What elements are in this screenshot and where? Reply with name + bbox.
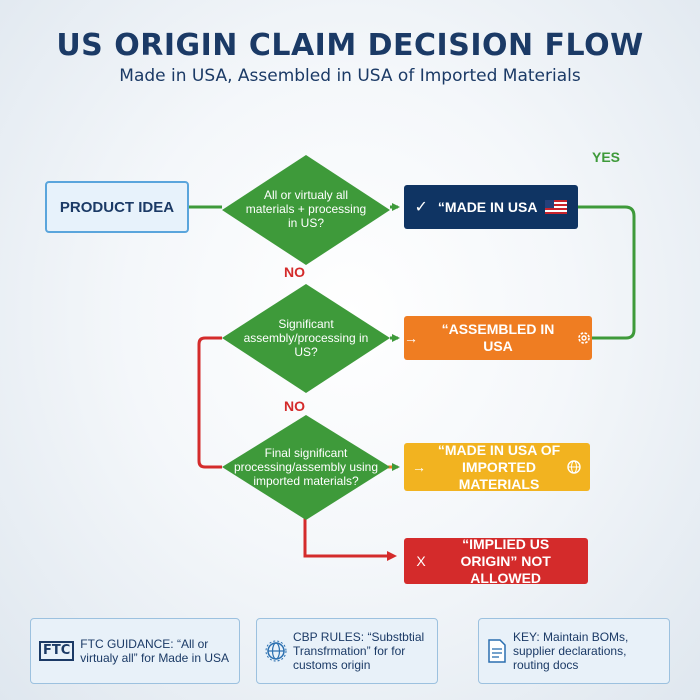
note-ftc-guidance: FTC FTC GUIDANCE: “All or virtualy all” …: [30, 618, 240, 684]
decision-diamond-1: [222, 155, 390, 265]
result-imported-label: “MADE IN USA OF IMPORTED MATERIALS: [437, 441, 561, 492]
label-no-1: NO: [284, 264, 305, 280]
result-assembled-in-usa: → “ASSEMBLED IN USA: [404, 316, 592, 360]
globe-icon: [265, 640, 287, 662]
x-icon: X: [416, 552, 426, 569]
gear-icon: [576, 330, 592, 346]
start-product-idea: PRODUCT IDEA: [45, 181, 189, 233]
result-not-allowed: X “IMPLIED US ORIGIN” NOT ALLOWED: [404, 535, 588, 586]
page-title: US ORIGIN CLAIM DECISION FLOW: [56, 28, 644, 63]
decision-diamond-2: [222, 284, 390, 393]
arrow-right-icon: →: [412, 458, 426, 475]
checkmark-icon: ✓: [414, 198, 428, 216]
result-imported-materials: → “MADE IN USA OF IMPORTED MATERIALS: [404, 441, 590, 492]
connector-yes-loop: [578, 205, 636, 340]
decision-2-text: Significant assembly/processing in US?: [243, 317, 369, 359]
result-assembled-label: “ASSEMBLED IN USA: [441, 321, 555, 354]
label-yes: YES: [592, 149, 621, 165]
result-made-in-usa: ✓ “MADE IN USA: [404, 185, 578, 229]
ftc-badge-icon: FTC: [39, 641, 75, 661]
decision-diamond-3: [222, 415, 390, 520]
page-subtitle: Made in USA, Assembled in USA of Importe…: [119, 66, 581, 86]
note-key: KEY: Maintain BOMs, supplier declaration…: [478, 618, 670, 684]
arrow-right-icon: →: [404, 329, 418, 346]
note-cbp-text: CBP RULES: “Substbtial Transfrmation” fo…: [293, 630, 425, 672]
decision-1-text: All or virtualy all materials + processi…: [245, 188, 367, 230]
note-key-text: KEY: Maintain BOMs, supplier declaration…: [513, 630, 629, 672]
document-icon: [487, 639, 507, 663]
result-not-allowed-label: “IMPLIED US ORIGIN” NOT ALLOWED: [460, 535, 551, 586]
us-flag-icon: [545, 200, 568, 214]
label-no-2: NO: [284, 398, 305, 414]
decision-3-text: Final significant processing/assembly us…: [233, 446, 379, 488]
note-ftc-text: FTC GUIDANCE: “All or virtualy all” for …: [80, 637, 230, 665]
result-made-in-usa-label: “MADE IN USA: [437, 198, 538, 215]
connector-d3-no: [303, 508, 397, 561]
note-cbp-rules: CBP RULES: “Substbtial Transfrmation” fo…: [256, 618, 438, 684]
connector-no-loop: [197, 336, 222, 469]
globe-gear-icon: [566, 459, 582, 475]
